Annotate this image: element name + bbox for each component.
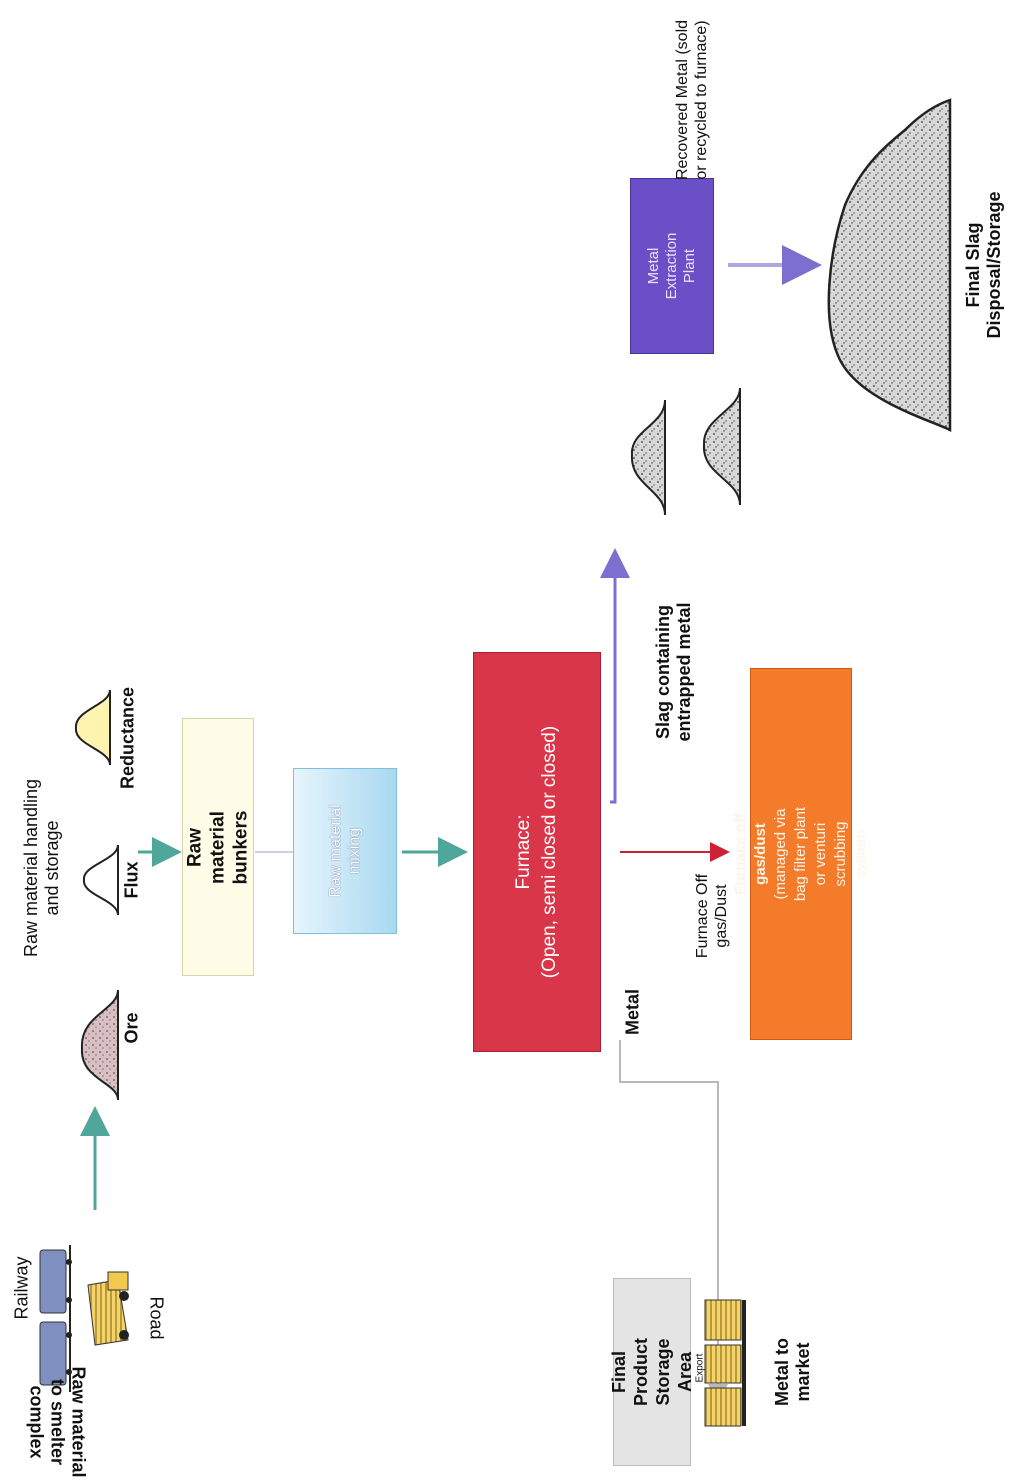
reductance-label: Reductance	[117, 686, 138, 790]
mixing-label: Raw material mixing	[327, 804, 363, 898]
metal-to-market-label: Metal to market	[772, 1338, 813, 1407]
offgas-box-subtitle: (managed via bag filter plant or venturi…	[772, 806, 869, 902]
reductance-pile-icon	[75, 689, 111, 766]
offgas-label: Furnace Off gas/Dust	[694, 873, 730, 959]
final-product-box: Final Product Storage Area	[609, 1278, 695, 1466]
final-slag-label: Final Slag Disposal/Storage	[963, 191, 1004, 339]
railway-label: Railway	[11, 1256, 32, 1320]
railway-icon	[39, 1245, 72, 1392]
ore-label: Ore	[121, 1012, 142, 1044]
bunkers-label: Raw material bunkers	[184, 810, 252, 884]
final-product-label: Final Product Storage Area	[609, 1338, 695, 1407]
furnace-box: Furnace: (Open, semi closed or closed)	[473, 652, 601, 1052]
furnace-subtitle: (Open, semi closed or closed)	[539, 725, 561, 979]
slag-label: Slag containing entrapped metal	[653, 602, 694, 742]
export-tag: Export	[694, 1353, 706, 1383]
offgas-box-title: Furnace off gas/dust	[732, 813, 769, 895]
ore-pile-icon	[80, 989, 119, 1101]
final-slag-mound-icon	[827, 98, 952, 433]
extraction-plant-box: Metal Extraction Plant	[630, 178, 714, 354]
flux-pile-icon	[83, 844, 119, 916]
bunkers-box: Raw material bunkers	[182, 718, 254, 976]
road-label: Road	[146, 1296, 167, 1340]
product-stack-icon	[704, 1299, 746, 1427]
arrow-furnace-to-product	[619, 1040, 728, 1404]
recovered-metal-label: Recovered Metal (sold or recycled to fur…	[674, 19, 710, 181]
flux-label: Flux	[121, 861, 142, 899]
mixing-box: Raw material mixing	[293, 768, 397, 934]
offgas-box: Furnace off gas/dust (managed via bag fi…	[732, 668, 869, 1040]
storage-heading: Raw material handling and storage	[21, 778, 62, 958]
transport-heading: Raw material to smelter complex	[26, 1366, 89, 1478]
slag-pile-icon	[702, 387, 741, 506]
extraction-plant-label: Metal Extraction Plant	[645, 232, 698, 300]
truck-icon	[87, 1271, 129, 1346]
furnace-title: Furnace:	[513, 814, 535, 890]
metal-label: Metal	[622, 988, 643, 1036]
slag-pile-icon	[630, 399, 666, 516]
